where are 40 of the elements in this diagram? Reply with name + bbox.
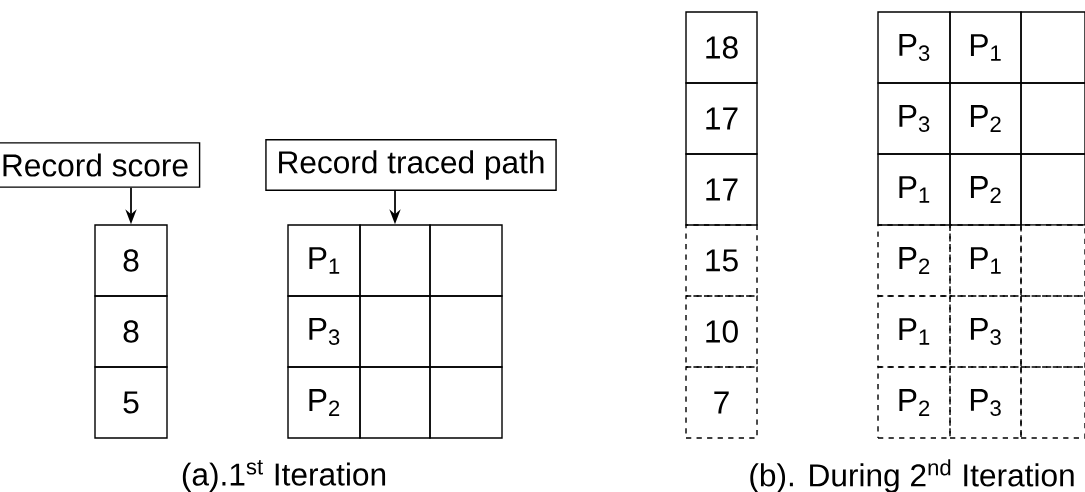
path-cell: P$_{3}$ (287, 295, 361, 368)
path-cell: P$_{3}$ (949, 366, 1022, 439)
caption: (a).1$^{st}$ Iteration (182, 460, 386, 492)
empty-cell (359, 224, 431, 297)
path-cell: P$_{1}$ (949, 224, 1022, 297)
empty-cell (429, 224, 503, 297)
path-cell: P$_{1}$ (287, 224, 361, 297)
empty-cell (359, 295, 431, 368)
score-cell: 17 (685, 153, 758, 226)
score-cell: 15 (685, 224, 758, 297)
path-cell: P$_{2}$ (877, 224, 951, 297)
score-cell: 8 (94, 224, 168, 297)
path-cell: P$_{2}$ (877, 366, 951, 439)
score-cell: 17 (685, 82, 758, 155)
caption: (b). During 2$^{nd}$ Iteration (750, 459, 1074, 492)
score-cell: 10 (685, 295, 758, 368)
empty-cell (1020, 295, 1085, 368)
label-box: Record traced path (265, 139, 557, 191)
path-cell: P$_{2}$ (287, 366, 361, 439)
empty-cell (1020, 153, 1085, 226)
path-cell: P$_{2}$ (949, 153, 1022, 226)
empty-cell (359, 366, 431, 439)
empty-cell (1020, 82, 1085, 155)
path-cell: P$_{1}$ (877, 153, 951, 226)
path-cell: P$_{3}$ (877, 82, 951, 155)
path-cell: P$_{1}$ (949, 11, 1022, 84)
score-cell: 8 (94, 295, 168, 368)
path-cell: P$_{2}$ (949, 82, 1022, 155)
path-cell: P$_{3}$ (877, 11, 951, 84)
score-cell: 7 (685, 366, 758, 439)
path-cell: P$_{1}$ (877, 295, 951, 368)
empty-cell (1020, 366, 1085, 439)
label-box: Record score (0, 142, 201, 188)
empty-cell (1020, 224, 1085, 297)
empty-cell (1020, 11, 1085, 84)
empty-cell (429, 295, 503, 368)
score-cell: 5 (94, 366, 168, 439)
score-cell: 18 (685, 11, 758, 84)
empty-cell (429, 366, 503, 439)
path-cell: P$_{3}$ (949, 295, 1022, 368)
